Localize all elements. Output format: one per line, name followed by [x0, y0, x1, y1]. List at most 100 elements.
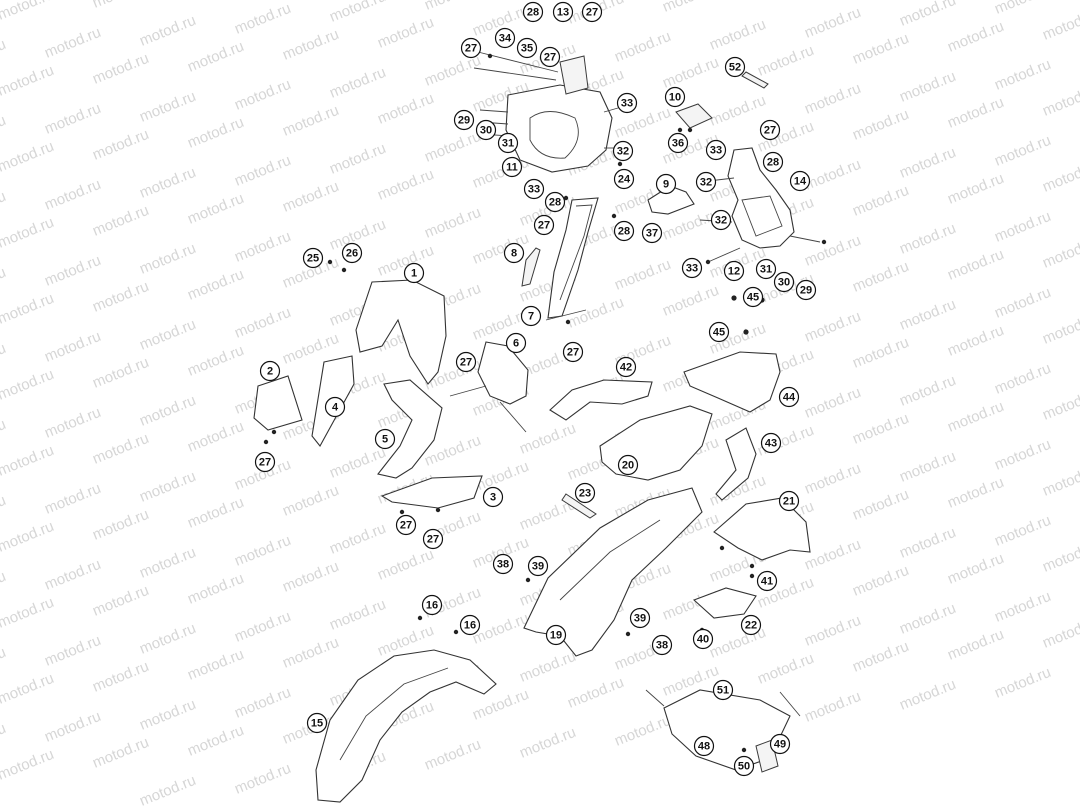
watermark-text: motod.ru	[1040, 158, 1080, 196]
part-callout: 33	[523, 178, 545, 200]
watermark-text: motod.ru	[422, 128, 483, 166]
watermark-text: motod.ru	[850, 638, 911, 676]
callout-circle	[664, 86, 686, 108]
callout-circle	[778, 490, 800, 512]
part-callout: 2	[259, 360, 281, 382]
callout-label: 25	[307, 253, 319, 265]
callout-label: 33	[528, 184, 540, 196]
watermark-text: motod.ru	[992, 360, 1053, 398]
watermark-text: motod.ru	[992, 284, 1053, 322]
watermark-text: motod.ru	[517, 648, 578, 686]
part-callout: 23	[574, 482, 596, 504]
watermark-text: motod.ru	[802, 688, 863, 726]
watermark-text: motod.ru	[185, 38, 246, 76]
watermark-text: motod.ru	[42, 480, 103, 518]
callout-label: 33	[710, 145, 722, 157]
watermark-text: motod.ru	[897, 448, 958, 486]
part-callout: 45	[708, 321, 730, 343]
callout-circle	[522, 1, 544, 23]
callout-label: 27	[567, 347, 579, 359]
watermark-text: motod.ru	[0, 264, 8, 302]
callout-circle	[724, 56, 746, 78]
part-callout: 20	[617, 454, 639, 476]
part-callout: 12	[723, 260, 745, 282]
part-callout: 5	[374, 428, 396, 450]
watermark-text: motod.ru	[945, 246, 1006, 284]
part-22	[692, 587, 757, 619]
callout-label: 21	[783, 496, 795, 508]
callout-circle	[613, 168, 635, 190]
part-callout: 48	[693, 735, 715, 757]
watermark-text: motod.ru	[42, 708, 103, 746]
callout-label: 35	[521, 43, 533, 55]
callout-label: 27	[544, 52, 556, 64]
watermark-text: motod.ru	[90, 734, 151, 772]
callout-circle	[616, 92, 638, 114]
callout-circle	[482, 486, 504, 508]
part-callout: 28	[762, 151, 784, 173]
watermark-text: motod.ru	[850, 334, 911, 372]
watermark-text: motod.ru	[0, 62, 56, 100]
watermark-text: motod.ru	[612, 712, 673, 750]
part-callout: 34	[494, 27, 516, 49]
callout-circle	[341, 242, 363, 264]
part-callout: 24	[613, 168, 635, 190]
watermark-text: motod.ru	[232, 304, 293, 342]
watermark-text: motod.ru	[422, 0, 483, 14]
callout-circle	[641, 222, 663, 244]
watermark-text: motod.ru	[185, 342, 246, 380]
callout-circle	[629, 607, 651, 629]
watermark-text: motod.ru	[137, 772, 198, 810]
watermark-text: motod.ru	[660, 54, 721, 92]
callout-circle	[460, 37, 482, 59]
watermark-text: motod.ru	[897, 372, 958, 410]
callout-circle	[516, 37, 538, 59]
part-callout: 49	[769, 733, 791, 755]
watermark-text: motod.ru	[945, 170, 1006, 208]
callout-label: 30	[778, 277, 790, 289]
watermark-text: motod.ru	[90, 506, 151, 544]
callout-label: 27	[427, 534, 439, 546]
callout-circle	[613, 220, 635, 242]
part-panel-5	[377, 379, 443, 479]
callout-label: 31	[502, 138, 514, 150]
callout-label: 38	[497, 559, 509, 571]
watermark-text: motod.ru	[232, 684, 293, 722]
part-support-7	[545, 197, 599, 321]
watermark-text: motod.ru	[327, 596, 388, 634]
part-callout: 43	[760, 432, 782, 454]
watermark-text: motod.ru	[375, 166, 436, 204]
watermark-text: motod.ru	[0, 0, 56, 24]
watermark-text: motod.ru	[0, 112, 8, 150]
part-callout: 33	[681, 257, 703, 279]
part-52	[741, 71, 769, 89]
watermark-text: motod.ru	[42, 556, 103, 594]
watermark-text: motod.ru	[802, 536, 863, 574]
callout-circle	[769, 733, 791, 755]
watermark-text: motod.ru	[1040, 614, 1080, 652]
watermark-text: motod.ru	[232, 608, 293, 646]
watermark-text: motod.ru	[0, 492, 8, 530]
callout-label: 16	[464, 620, 476, 632]
watermark-text: motod.ru	[137, 316, 198, 354]
part-plate-bracket	[645, 689, 801, 773]
part-callout: 13	[552, 1, 574, 23]
watermark-text: motod.ru	[945, 474, 1006, 512]
watermark-text: motod.ru	[280, 482, 341, 520]
callout-label: 32	[715, 215, 727, 227]
watermark-text: motod.ru	[1040, 82, 1080, 120]
part-callout: 41	[756, 570, 778, 592]
parts-layer	[253, 37, 827, 803]
part-callout: 8	[503, 242, 525, 264]
watermark-text: motod.ru	[992, 0, 1053, 18]
callout-circle	[708, 321, 730, 343]
callout-label: 43	[765, 438, 777, 450]
callout-circle	[545, 624, 567, 646]
part-callout: 15	[306, 712, 328, 734]
watermark-text: motod.ru	[802, 232, 863, 270]
callout-circle	[581, 1, 603, 23]
callout-label: 51	[717, 685, 729, 697]
callout-label: 27	[259, 457, 271, 469]
callout-label: 7	[528, 311, 534, 323]
watermark-text: motod.ru	[945, 94, 1006, 132]
